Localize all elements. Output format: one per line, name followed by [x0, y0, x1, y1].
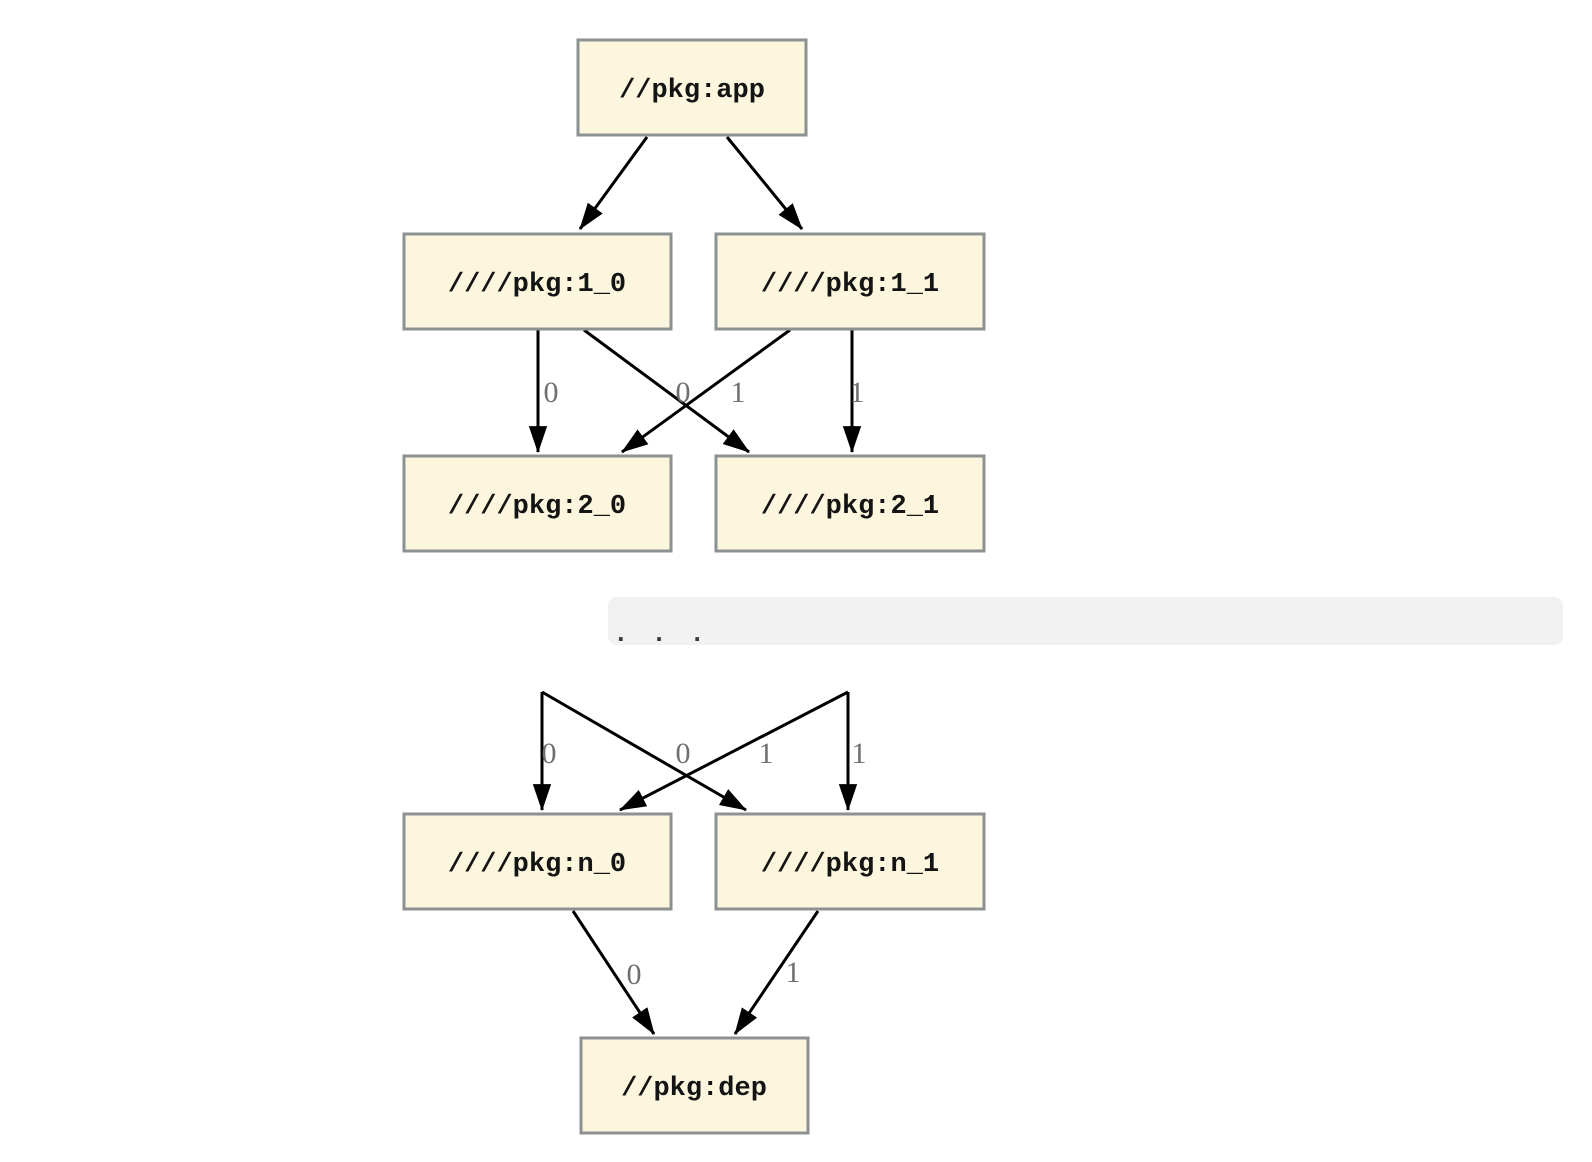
- node-1_0: ////pkg:1_0: [402, 232, 673, 331]
- edge-label: 0: [676, 737, 691, 770]
- edge-label: 1: [759, 737, 774, 770]
- node-label: ////pkg:1_1: [761, 270, 939, 300]
- node-group: //pkg:app ////pkg:1_0 ////pkg:1_1 ////pk…: [402, 38, 986, 1135]
- node-n_1: ////pkg:n_1: [714, 812, 986, 911]
- node-box: [576, 38, 808, 137]
- node-n_0: ////pkg:n_0: [402, 812, 673, 911]
- node-box: [402, 812, 673, 911]
- edge-label: 1: [850, 376, 865, 409]
- edge-label: 1: [731, 376, 746, 409]
- edge-1_0-to-2_1: [583, 328, 750, 454]
- node-label: ////pkg:2_1: [761, 492, 939, 522]
- node-2_0: ////pkg:2_0: [402, 454, 673, 553]
- edge-group: [528, 136, 862, 1035]
- node-label: ////pkg:1_0: [448, 270, 626, 300]
- edge-label: 1: [852, 737, 867, 770]
- edge-elided-to-n_0-cross: [619, 690, 849, 812]
- node-box: [402, 454, 673, 553]
- edge-label: 1: [786, 956, 801, 989]
- edge-1_1-to-2_0: [621, 328, 791, 454]
- node-label: //pkg:app: [619, 76, 765, 106]
- node-box: [714, 812, 986, 911]
- ellipsis-text: . . .: [613, 619, 709, 649]
- node-2_1: ////pkg:2_1: [714, 454, 986, 553]
- node-1_1: ////pkg:1_1: [714, 232, 986, 331]
- node-box: [402, 232, 673, 331]
- edge-label: 0: [542, 737, 557, 770]
- edge-app-to-1_0: [578, 136, 649, 230]
- node-box: [579, 1036, 810, 1135]
- edge-label-group: 0 0 1 1 0 0 1 1 0 1: [542, 376, 867, 991]
- node-label: ////pkg:n_0: [448, 850, 626, 880]
- node-label: //pkg:dep: [621, 1074, 767, 1104]
- ellipsis-band-background: [608, 597, 1563, 645]
- edge-app-to-1_1: [725, 136, 804, 230]
- node-dep: //pkg:dep: [579, 1036, 810, 1135]
- node-label: ////pkg:n_1: [761, 850, 939, 880]
- edge-label: 0: [544, 376, 559, 409]
- edge-elided-to-n_1-cross: [541, 690, 747, 812]
- edge-n_1-to-dep: [733, 910, 820, 1035]
- edge-label: 0: [627, 958, 642, 991]
- edge-label: 0: [676, 376, 691, 409]
- elided-rows-band: . . .: [608, 597, 1563, 649]
- node-box: [714, 454, 986, 553]
- node-box: [714, 232, 986, 331]
- node-label: ////pkg:2_0: [448, 492, 626, 522]
- edge-n_0-to-dep: [571, 910, 656, 1035]
- node-app: //pkg:app: [576, 38, 808, 137]
